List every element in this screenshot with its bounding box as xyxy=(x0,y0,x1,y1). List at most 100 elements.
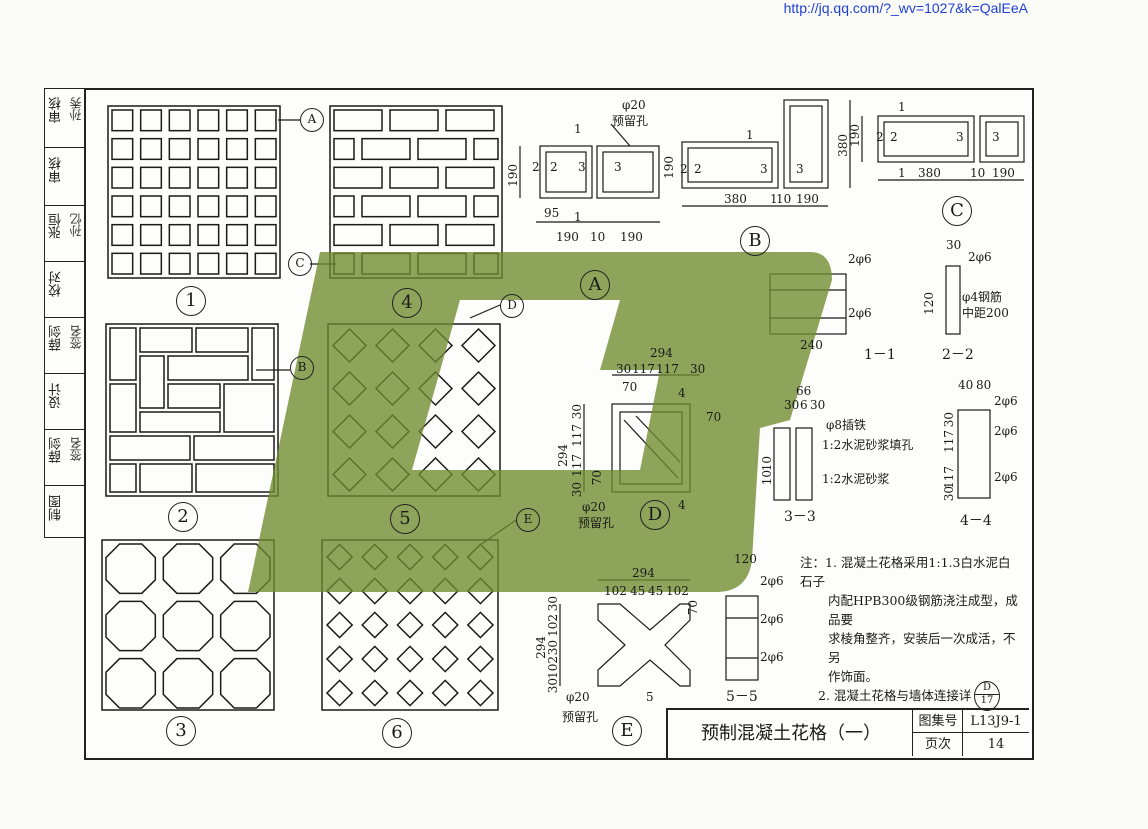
detail-d-dim-b: 117 xyxy=(632,362,655,376)
detail-b-dim-h: 190 xyxy=(662,156,676,179)
side-label-3: 张恒 xyxy=(49,213,64,239)
detail-d-dim-left-a: 30 xyxy=(570,404,584,420)
pattern-label-5: 5 xyxy=(390,504,420,534)
sec44-dim-c: 30 xyxy=(942,412,956,428)
pattern-label-2: 2 xyxy=(168,502,198,532)
sec22-note2: 中距200 xyxy=(962,306,1009,320)
detail-d-dim-left-b: 117 xyxy=(570,424,584,447)
sec55-dim-w: 120 xyxy=(734,552,757,566)
pattern-label-1: 1 xyxy=(176,286,206,316)
detail-label-b: B xyxy=(740,226,770,256)
drawing-title: 预制混凝土花格（一） xyxy=(666,708,914,758)
detail-c-dim-h: 190 xyxy=(848,124,862,147)
callout-c: C xyxy=(288,252,312,276)
detail-label-c: C xyxy=(942,196,972,226)
sec22-rebar: 2φ6 xyxy=(968,250,992,264)
side-label-5: 薛剑 xyxy=(49,325,64,351)
detail-e-mark-5: 5 xyxy=(646,690,654,704)
side-signature-7: 签名 xyxy=(69,437,83,461)
side-label-4: 校对 xyxy=(49,271,64,297)
sec44-rebar-1: 2φ6 xyxy=(994,394,1018,408)
detail-a-mark-3a: 3 xyxy=(578,160,586,174)
note-1-line-4: 作饰面。 xyxy=(828,669,879,684)
detail-d-hole: φ20 xyxy=(582,500,606,514)
detail-b-mark-1: 1 xyxy=(746,128,754,142)
detail-d-dim-d: 30 xyxy=(690,362,706,376)
detail-d-mark-4: 4 xyxy=(678,386,686,400)
detail-a-mark-1: 1 xyxy=(574,122,582,136)
detail-label-e: E xyxy=(612,716,642,746)
detail-a-hole: φ20 xyxy=(622,98,646,112)
note-1-line-3: 求棱角整齐，安装后一次成活，不另 xyxy=(828,631,1016,665)
detail-e-hole-note: 预留孔 xyxy=(562,710,599,724)
detail-e-dim-left-e: 30 xyxy=(546,678,560,694)
detail-a-mark-2b: 2 xyxy=(550,160,558,174)
side-signature-1: 孙秀 xyxy=(69,97,83,121)
detail-d-dim-left-total: 294 xyxy=(556,444,570,467)
section-label-33: 3－3 xyxy=(784,509,816,525)
sec44-rebar-2: 2φ6 xyxy=(994,424,1018,438)
title-block: 预制混凝土花格（一） 图集号 L13J9-1 页次 14 xyxy=(666,708,1030,758)
header-url[interactable]: http://jq.qq.com/?_wv=1027&k=QalEeA xyxy=(783,0,1028,16)
detail-e-dim-left-c: 30 xyxy=(546,640,560,656)
side-label-2: 审核 xyxy=(49,157,64,183)
detail-b-mark-3a: 3 xyxy=(760,162,768,176)
side-label-6: 设计 xyxy=(49,383,64,409)
detail-c-mark-1b: 1 xyxy=(898,166,906,180)
detail-label-a: A xyxy=(580,270,610,300)
detail-c-dim-w: 380 xyxy=(918,166,941,180)
detail-e-dim-total: 294 xyxy=(632,566,655,580)
detail-d-dim-c: 117 xyxy=(656,362,679,376)
detail-b-mark-2b: 2 xyxy=(694,162,702,176)
section-label-55: 5－5 xyxy=(726,689,758,705)
pattern-label-6: 6 xyxy=(382,718,412,748)
detail-e-dim-c: 45 xyxy=(648,584,664,598)
detail-a-dim-w1: 190 xyxy=(556,230,579,244)
detail-c-dim-gap: 10 xyxy=(970,166,986,180)
detail-d-dim-total: 294 xyxy=(650,346,673,360)
sec33-note1: φ8插铁 xyxy=(826,418,867,432)
sec55-rebar-1: 2φ6 xyxy=(760,574,784,588)
callout-b: B xyxy=(290,356,314,380)
detail-a-mark-3b: 3 xyxy=(614,160,622,174)
detail-c-mark-2a: 2 xyxy=(876,130,884,144)
detail-d-dim-f: 70 xyxy=(706,410,722,424)
sec22-note1: φ4钢筋 xyxy=(962,290,1003,304)
detail-b-mark-3b: 3 xyxy=(796,162,804,176)
atlas-label: 图集号 xyxy=(912,708,963,733)
detail-a-mark-1b: 1 xyxy=(574,210,582,224)
detail-label-d: D xyxy=(640,500,670,530)
atlas-value: L13J9-1 xyxy=(962,708,1029,733)
detail-d-dim-a: 30 xyxy=(616,362,632,376)
detail-d-dim-left-c: 117 xyxy=(570,454,584,477)
sec55-rebar-2: 2φ6 xyxy=(760,612,784,626)
detail-e-dim-left-a: 30 xyxy=(546,596,560,612)
detail-a-dim-w2: 190 xyxy=(620,230,643,244)
detail-a-mark-2a: 2 xyxy=(532,160,540,174)
note-1-line-2: 内配HPB300级钢筋浇注成型，成品要 xyxy=(828,593,1018,627)
sec33-dim-total: 66 xyxy=(796,384,812,398)
pattern-label-4: 4 xyxy=(392,288,422,318)
side-signature-3: 孙忆 xyxy=(69,213,83,237)
sec11-dim: 240 xyxy=(800,338,823,352)
callout-e: E xyxy=(516,508,540,532)
detail-e-dim-d: 102 xyxy=(666,584,689,598)
detail-a-dim-half: 95 xyxy=(544,206,560,220)
sec11-rebar-top: 2φ6 xyxy=(848,252,872,266)
detail-b-dim-w2: 190 xyxy=(796,192,819,206)
sec33-dim-c: 30 xyxy=(810,398,826,412)
detail-e-dim-a: 102 xyxy=(604,584,627,598)
page-label: 页次 xyxy=(912,732,963,756)
notes-prefix: 注： xyxy=(800,555,826,570)
detail-d-dim-left-e: 70 xyxy=(590,470,604,486)
sec44-dim-a: 40 xyxy=(958,378,974,392)
detail-e-dim-70: 70 xyxy=(686,600,700,616)
detail-c-mark-3a: 3 xyxy=(956,130,964,144)
side-signature-5: 签名 xyxy=(69,325,83,349)
note-1: 1. 混凝土花格采用1:1.3白水泥白石子 xyxy=(800,555,1011,589)
sec22-dim-w: 30 xyxy=(946,238,962,252)
signature-strip: 审核孙秀 审核 张恒孙忆 校对 薛剑签名 设计 薛剑签名 制图 xyxy=(44,88,85,538)
detail-c-mark-1: 1 xyxy=(898,100,906,114)
detail-a-hole-note: 预留孔 xyxy=(612,114,649,128)
